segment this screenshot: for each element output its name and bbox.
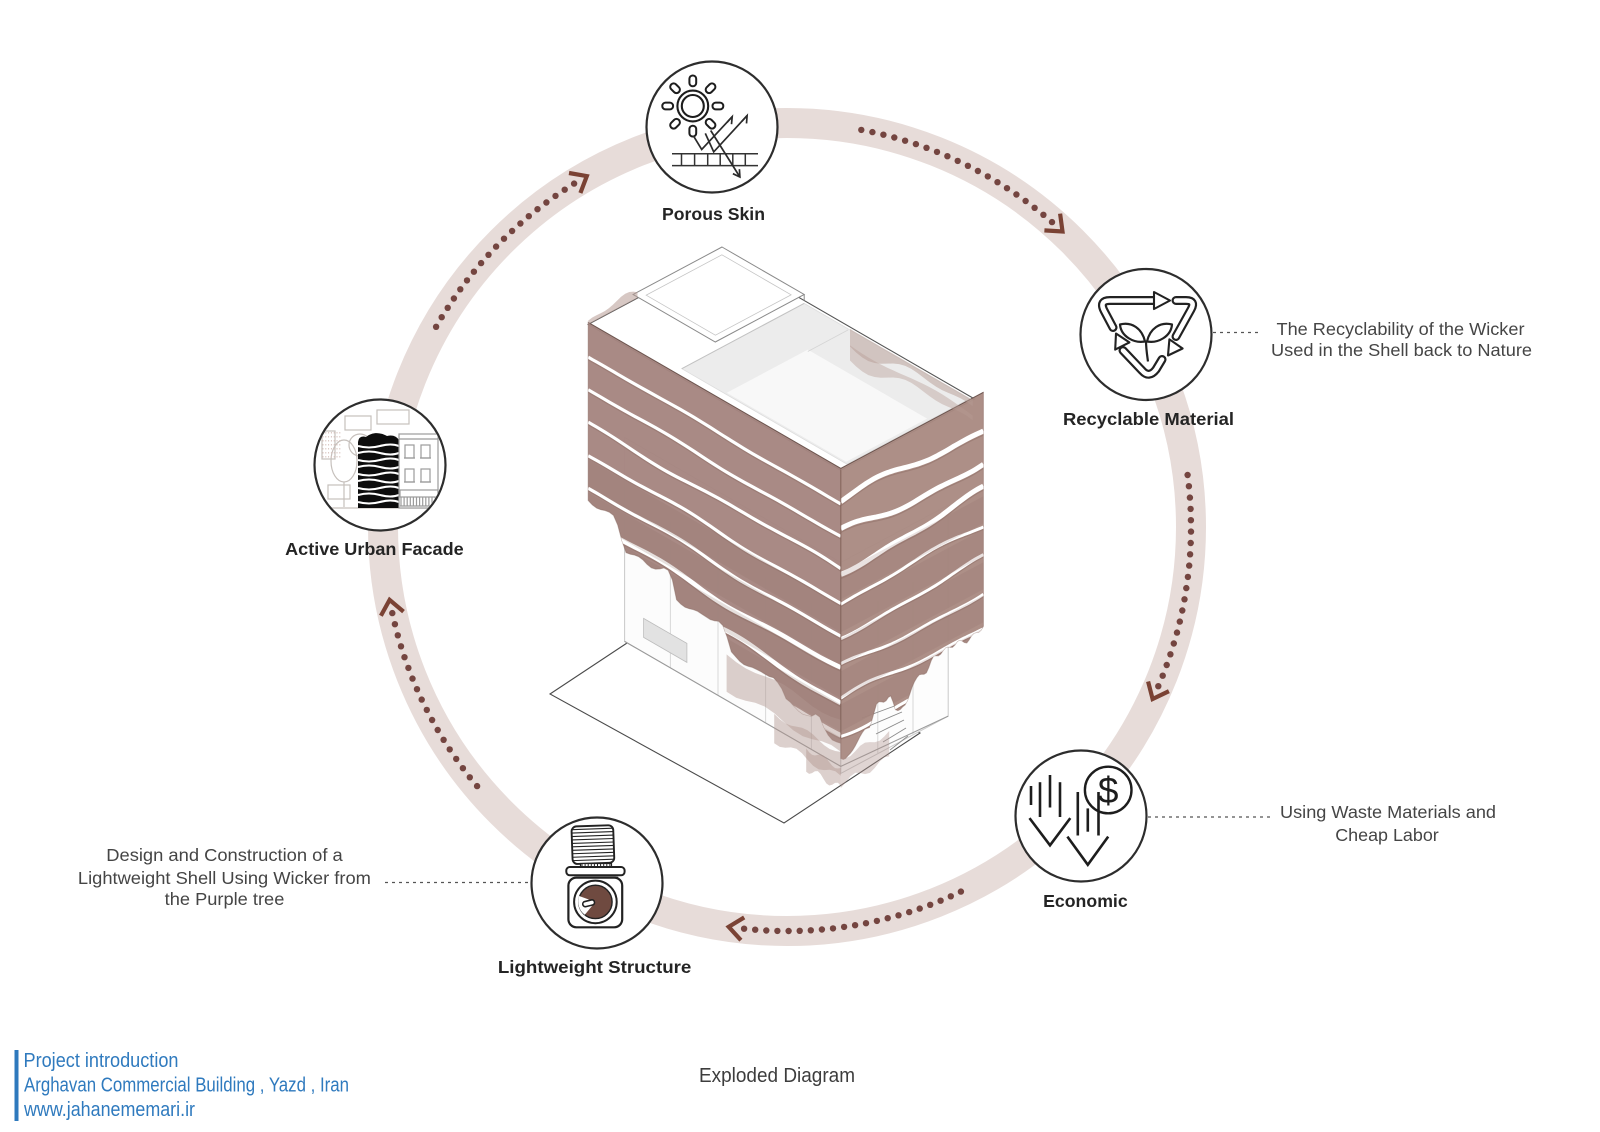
svg-text:Project introduction: Project introduction	[24, 1050, 179, 1072]
svg-text:Arghavan Commercial Building ,: Arghavan Commercial Building , Yazd , Ir…	[24, 1075, 349, 1097]
svg-text:Used in the Shell back to Natu: Used in the Shell back to Nature	[1271, 340, 1532, 360]
svg-text:Lightweight Shell Using Wicker: Lightweight Shell Using Wicker from	[78, 868, 371, 888]
svg-text:Cheap Labor: Cheap Labor	[1335, 825, 1439, 845]
svg-text:Lightweight Structure: Lightweight Structure	[498, 957, 692, 977]
svg-text:Design and Construction of a: Design and Construction of a	[106, 845, 343, 865]
svg-text:the Purple tree: the Purple tree	[165, 889, 285, 909]
svg-text:Porous Skin: Porous Skin	[662, 204, 765, 224]
svg-text:Using Waste Materials and: Using Waste Materials and	[1280, 802, 1496, 822]
svg-text:Exploded Diagram: Exploded Diagram	[699, 1065, 855, 1087]
svg-text:www.jahanememari.ir: www.jahanememari.ir	[23, 1099, 195, 1121]
svg-text:Economic: Economic	[1043, 891, 1128, 911]
svg-text:Recyclable Material: Recyclable Material	[1063, 409, 1234, 429]
svg-text:$: $	[1098, 770, 1119, 811]
svg-text:The Recyclability of the Wicke: The Recyclability of the Wicker	[1277, 319, 1525, 339]
svg-text:Active Urban Facade: Active Urban Facade	[285, 539, 464, 559]
